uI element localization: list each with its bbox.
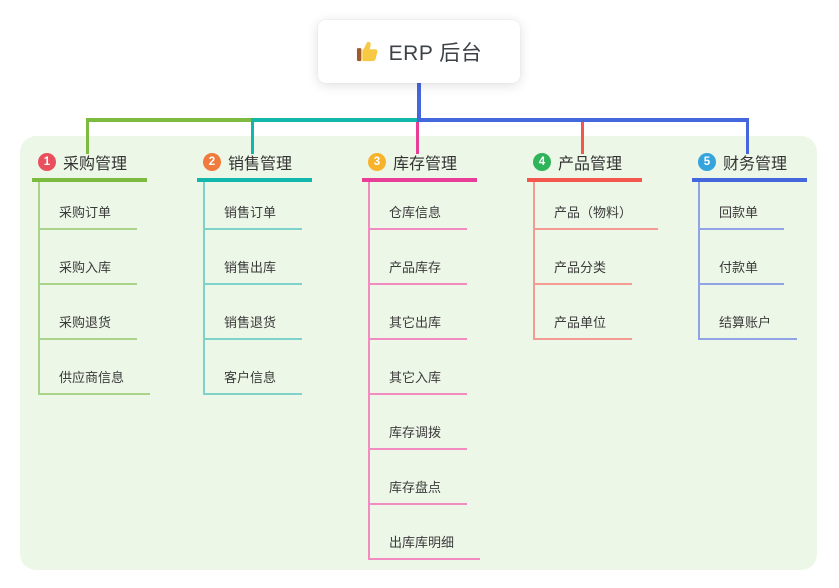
branch5-child-rail [698,181,700,340]
branch-label: 采购管理 [63,156,128,173]
child-node[interactable]: 产品单位 [533,310,633,340]
branch-node-5[interactable]: 5 财务管理 [692,146,807,182]
connector-drop-branch3 [416,121,419,154]
child-node[interactable]: 结算账户 [698,310,798,340]
connector-drop-branch4 [581,121,584,154]
branch4-child-rail [533,181,535,340]
branch-label: 销售管理 [228,156,293,173]
branch2-child-rail [203,181,205,395]
connector-branch2-horizontal [251,118,419,122]
branch3-child-rail [368,181,370,560]
child-node[interactable]: 产品（物料） [533,200,659,230]
child-node[interactable]: 采购退货 [38,310,138,340]
connector-drop-branch2 [251,121,254,154]
child-node[interactable]: 供应商信息 [38,365,151,395]
branch-number-badge: 3 [368,153,386,171]
child-node[interactable]: 采购入库 [38,255,138,285]
connector-drop-branch1 [86,121,89,154]
connector-branch1-horizontal [86,118,255,122]
branch-number-badge: 2 [203,153,221,171]
child-node[interactable]: 销售出库 [203,255,303,285]
branch-panel-background [20,136,817,570]
branch-node-4[interactable]: 4 产品管理 [527,146,642,182]
branch-number-badge: 4 [533,153,551,171]
branch-label: 产品管理 [558,156,623,173]
branch-node-1[interactable]: 1 采购管理 [32,146,147,182]
child-node[interactable]: 其它出库 [368,310,468,340]
child-node[interactable]: 库存调拨 [368,420,468,450]
child-node[interactable]: 其它入库 [368,365,468,395]
root-stem-line [417,83,421,122]
root-node-label: ERP 后台 [388,41,483,65]
child-node[interactable]: 出库库明细 [368,530,481,560]
child-node[interactable]: 库存盘点 [368,475,468,505]
child-node[interactable]: 销售退货 [203,310,303,340]
child-node[interactable]: 产品库存 [368,255,468,285]
child-node[interactable]: 客户信息 [203,365,303,395]
child-node[interactable]: 销售订单 [203,200,303,230]
branch-label: 库存管理 [393,156,458,173]
branch1-child-rail [38,181,40,395]
thumbs-up-icon [356,40,379,63]
branch-node-2[interactable]: 2 销售管理 [197,146,312,182]
child-node[interactable]: 采购订单 [38,200,138,230]
branch-label: 财务管理 [723,156,788,173]
branch-number-badge: 1 [38,153,56,171]
connector-drop-branch5 [746,121,749,154]
child-node[interactable]: 仓库信息 [368,200,468,230]
child-node[interactable]: 产品分类 [533,255,633,285]
branch-number-badge: 5 [698,153,716,171]
child-node[interactable]: 付款单 [698,255,785,285]
branch-node-3[interactable]: 3 库存管理 [362,146,477,182]
root-node-erp[interactable]: ERP 后台 [318,20,520,83]
child-node[interactable]: 回款单 [698,200,785,230]
connector-branch5-horizontal [419,118,749,122]
